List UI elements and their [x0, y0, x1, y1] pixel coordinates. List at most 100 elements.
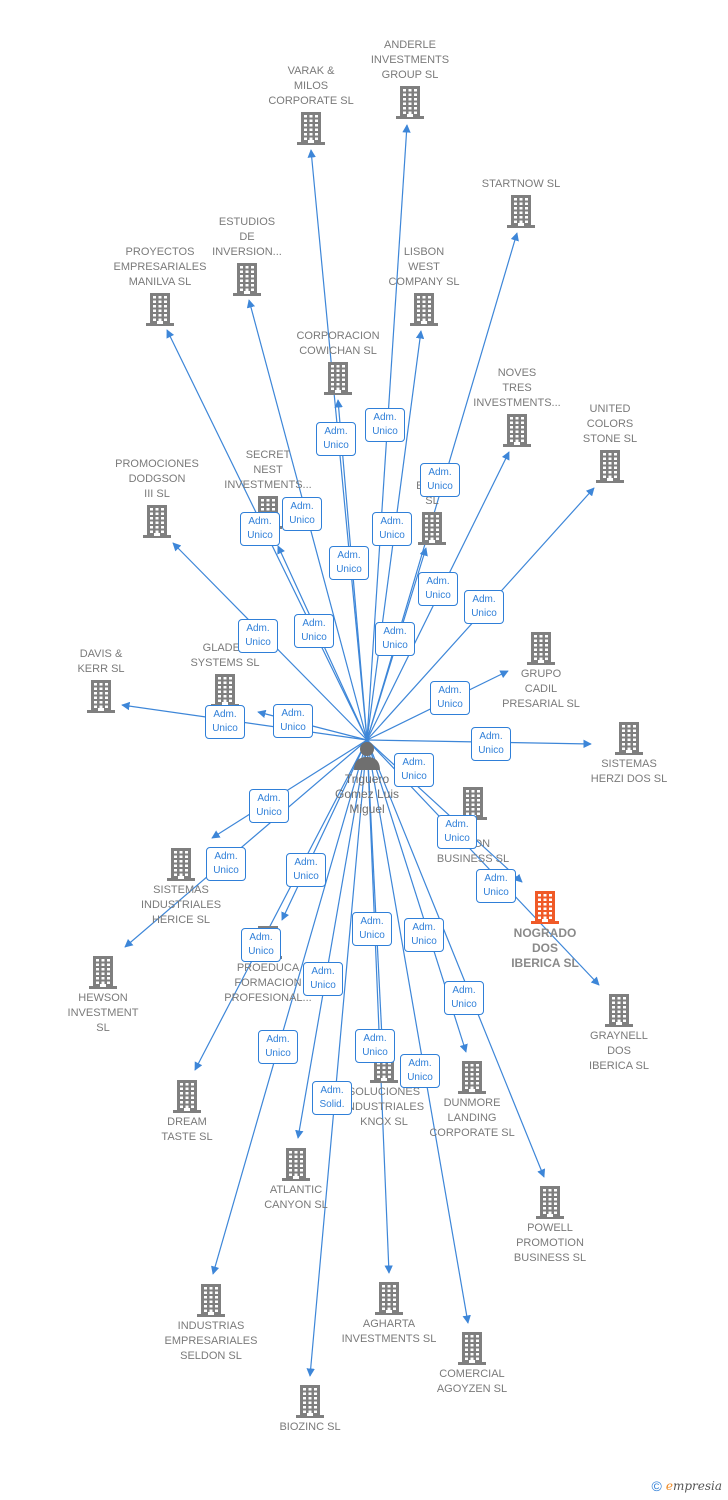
company-name: AGHARTA INVESTMENTS SL	[341, 1318, 437, 1345]
building-icon	[297, 111, 325, 145]
role-badge[interactable]: Adm. Unico	[400, 1054, 440, 1088]
company-dunmore[interactable]: DUNMORE LANDING CORPORATE SL	[407, 1060, 537, 1141]
company-proyectos[interactable]: PROYECTOS EMPRESARIALES MANILVA SL	[95, 245, 225, 326]
company-anderle[interactable]: ANDERLE INVESTMENTS GROUP SL	[345, 38, 475, 119]
company-name: SOLUCIONES INDUSTRIALES KNOX SL	[343, 1086, 425, 1128]
building-icon	[211, 673, 239, 707]
building-icon	[296, 1384, 324, 1418]
company-name: SISTEMAS INDUSTRIALES HERICE SL	[140, 884, 222, 926]
company-agharta[interactable]: AGHARTA INVESTMENTS SL	[324, 1281, 454, 1347]
company-herice[interactable]: SISTEMAS INDUSTRIALES HERICE SL	[116, 847, 246, 928]
role-badge[interactable]: Adm. Unico	[476, 869, 516, 903]
role-badge[interactable]: Adm. Unico	[394, 753, 434, 787]
role-badge[interactable]: Adm. Unico	[430, 681, 470, 715]
company-name: SECRET NEST INVESTMENTS...	[224, 449, 312, 491]
role-badge[interactable]: Adm. Unico	[437, 815, 477, 849]
role-badge[interactable]: Adm. Unico	[464, 590, 504, 624]
building-icon	[324, 361, 352, 395]
company-name: CORPORACION COWICHAN SL	[296, 330, 380, 357]
edge-powell	[366, 739, 546, 1178]
company-knox[interactable]: SOLUCIONES INDUSTRIALES KNOX SL	[319, 1049, 449, 1130]
role-badge[interactable]: Adm. Unico	[404, 918, 444, 952]
company-dream[interactable]: DREAM TASTE SL	[122, 1079, 252, 1145]
role-badge[interactable]: Adm. Solid.	[312, 1081, 352, 1115]
company-gladev[interactable]: GLADEV SYSTEMS SL	[160, 641, 290, 707]
company-name: GRAYNELL DOS IBERICA SL	[589, 1030, 649, 1072]
company-name: UNITED COLORS STONE SL	[582, 403, 638, 445]
role-badge[interactable]: Adm. Unico	[375, 622, 415, 656]
company-estudios[interactable]: ESTUDIOS DE INVERSION...	[182, 215, 312, 296]
company-dodgson[interactable]: PROMOCIONES DODGSON III SL	[92, 457, 222, 538]
role-badge[interactable]: Adm. Unico	[286, 853, 326, 887]
role-badge[interactable]: Adm. Unico	[418, 572, 458, 606]
company-name: ANDERLE INVESTMENTS GROUP SL	[370, 39, 450, 81]
role-badge[interactable]: Adm. Unico	[471, 727, 511, 761]
company-varak[interactable]: VARAK & MILOS CORPORATE SL	[246, 64, 376, 145]
role-badge[interactable]: Adm. Unico	[444, 981, 484, 1015]
edge-agoyzen	[366, 739, 471, 1324]
company-name: COMERCIAL AGOYZEN SL	[436, 1368, 508, 1395]
building-icon	[197, 1283, 225, 1317]
company-herzi[interactable]: SISTEMAS HERZI DOS SL	[564, 721, 694, 787]
company-name: DREAM TASTE SL	[161, 1116, 213, 1143]
company-name: DUNMORE LANDING CORPORATE SL	[429, 1097, 515, 1139]
company-nogrado[interactable]: NOGRADO DOS IBERICA SL	[480, 890, 610, 971]
building-icon	[596, 449, 624, 483]
building-icon	[146, 292, 174, 326]
company-name: N MOON BUSINESS SL	[436, 823, 510, 865]
company-name: LISBON WEST COMPANY SL	[388, 246, 460, 288]
building-icon	[233, 262, 261, 296]
company-cowichan[interactable]: CORPORACION COWICHAN SL	[273, 329, 403, 395]
company-name: STARTNOW SL	[481, 178, 561, 190]
building-icon	[87, 679, 115, 713]
company-name: PROYECTOS EMPRESARIALES MANILVA SL	[113, 246, 207, 288]
company-name: GRUPO CADIL PRESARIAL SL	[502, 668, 580, 710]
role-badge[interactable]: Adm. Unico	[352, 912, 392, 946]
company-united[interactable]: UNITED COLORS STONE SL	[545, 402, 675, 483]
building-icon	[531, 890, 559, 924]
role-badge[interactable]: Adm. Unico	[294, 614, 334, 648]
role-badge[interactable]: Adm. Unico	[238, 619, 278, 653]
company-agoyzen[interactable]: COMERCIAL AGOYZEN SL	[407, 1331, 537, 1397]
role-badge[interactable]: Adm. Unico	[241, 928, 281, 962]
copyright-symbol: ©	[651, 1478, 662, 1494]
role-badge[interactable]: Adm. Unico	[206, 847, 246, 881]
footer-brand: © empresia	[652, 1478, 723, 1494]
role-badge[interactable]: Adm. Unico	[249, 789, 289, 823]
company-seldon[interactable]: INDUSTRIAS EMPRESARIALES SELDON SL	[146, 1283, 276, 1364]
empresia-logo[interactable]: empresia	[665, 1479, 722, 1493]
role-badge[interactable]: Adm. Unico	[329, 546, 369, 580]
person-name: Triguero Gomez Luis Miguel	[334, 772, 400, 816]
edge-dream	[194, 739, 368, 1071]
role-badge[interactable]: Adm. Unico	[420, 463, 460, 497]
company-noves[interactable]: NOVES TRES INVESTMENTS...	[452, 366, 582, 447]
role-badge[interactable]: Adm. Unico	[355, 1029, 395, 1063]
company-name: HEWSON INVESTMENT SL	[67, 992, 139, 1034]
role-badge[interactable]: Adm. Unico	[282, 497, 322, 531]
role-badge[interactable]: Adm. Unico	[365, 408, 405, 442]
company-startnow[interactable]: STARTNOW SL	[456, 177, 586, 228]
building-icon	[167, 847, 195, 881]
company-cadil[interactable]: GRUPO CADIL PRESARIAL SL	[476, 631, 606, 712]
role-badge[interactable]: Adm. Unico	[258, 1030, 298, 1064]
role-badge[interactable]: Adm. Unico	[205, 705, 245, 739]
company-powell[interactable]: POWELL PROMOTION BUSINESS SL	[485, 1185, 615, 1266]
role-badge[interactable]: Adm. Unico	[316, 422, 356, 456]
building-icon	[503, 413, 531, 447]
company-atlantic[interactable]: ATLANTIC CANYON SL	[231, 1147, 361, 1213]
building-icon	[605, 993, 633, 1027]
company-biozinc[interactable]: BIOZINC SL	[245, 1384, 375, 1435]
company-name: VARAK & MILOS CORPORATE SL	[268, 65, 354, 107]
company-graynell[interactable]: GRAYNELL DOS IBERICA SL	[554, 993, 684, 1074]
role-badge[interactable]: Adm. Unico	[273, 704, 313, 738]
building-icon	[527, 631, 555, 665]
company-lisbon[interactable]: LISBON WEST COMPANY SL	[359, 245, 489, 326]
company-name: ATLANTIC CANYON SL	[264, 1184, 328, 1211]
role-badge[interactable]: Adm. Unico	[303, 962, 343, 996]
role-badge[interactable]: Adm. Unico	[240, 512, 280, 546]
company-hewson[interactable]: HEWSON INVESTMENT SL	[38, 955, 168, 1036]
role-badge[interactable]: Adm. Unico	[372, 512, 412, 546]
company-name: GLADEV SYSTEMS SL	[190, 642, 260, 669]
company-davis[interactable]: DAVIS & KERR SL	[36, 647, 166, 713]
person-node[interactable]: Triguero Gomez Luis Miguel	[322, 740, 412, 817]
